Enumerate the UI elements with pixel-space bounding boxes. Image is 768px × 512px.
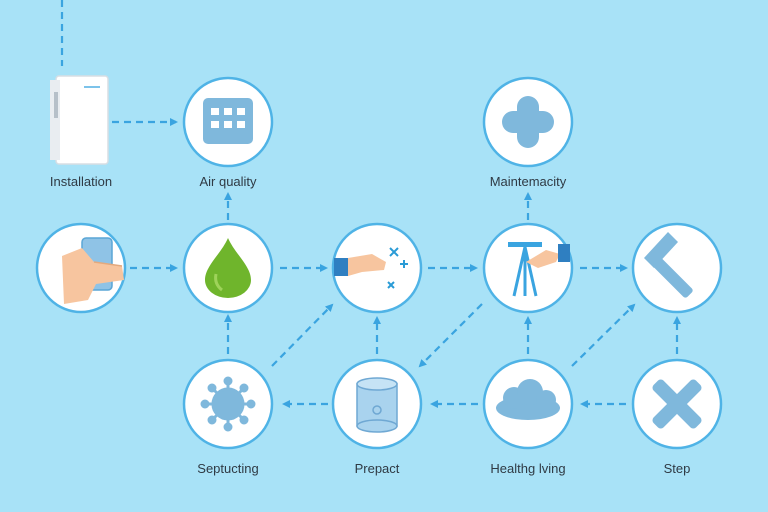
arrow-diag-from-tripod bbox=[418, 303, 483, 368]
node-healthg-living[interactable] bbox=[482, 358, 574, 450]
tripod-icon bbox=[508, 242, 570, 297]
hand-phone-icon bbox=[62, 237, 124, 304]
node-phone[interactable] bbox=[35, 222, 127, 314]
node-prepact[interactable] bbox=[331, 358, 423, 450]
node-tripod[interactable] bbox=[482, 222, 574, 314]
air-purifier-icon bbox=[50, 75, 109, 165]
cylinder-icon bbox=[356, 377, 398, 433]
node-air-quality[interactable] bbox=[182, 76, 274, 168]
label-healthg-living: Healthg lving bbox=[490, 461, 566, 476]
connectors bbox=[60, 0, 681, 408]
arrow-diag-to-tools bbox=[271, 303, 334, 367]
water-drop-icon bbox=[205, 238, 251, 298]
cross-icon bbox=[652, 379, 702, 429]
node-water[interactable] bbox=[182, 222, 274, 314]
hammer-icon bbox=[644, 232, 693, 298]
arrow-diag-to-hammer bbox=[571, 303, 636, 367]
node-hammer[interactable] bbox=[631, 222, 723, 314]
grid-icon bbox=[203, 98, 253, 144]
virus-icon bbox=[200, 376, 256, 432]
label-step: Step bbox=[663, 461, 691, 476]
cloud-icon bbox=[496, 379, 560, 420]
label-prepact: Prepact bbox=[354, 461, 400, 476]
label-septucting: Septucting bbox=[197, 461, 259, 476]
label-installation: Installation bbox=[49, 174, 113, 189]
hand-tools-icon bbox=[334, 247, 408, 289]
node-maintenance[interactable] bbox=[482, 76, 574, 168]
plus-icon bbox=[502, 96, 554, 148]
node-septucting[interactable] bbox=[182, 358, 274, 450]
label-air-quality: Air quality bbox=[199, 174, 257, 189]
label-maintenance: Maintemacity bbox=[489, 174, 567, 189]
node-step[interactable] bbox=[631, 358, 723, 450]
node-tools[interactable] bbox=[331, 222, 423, 314]
